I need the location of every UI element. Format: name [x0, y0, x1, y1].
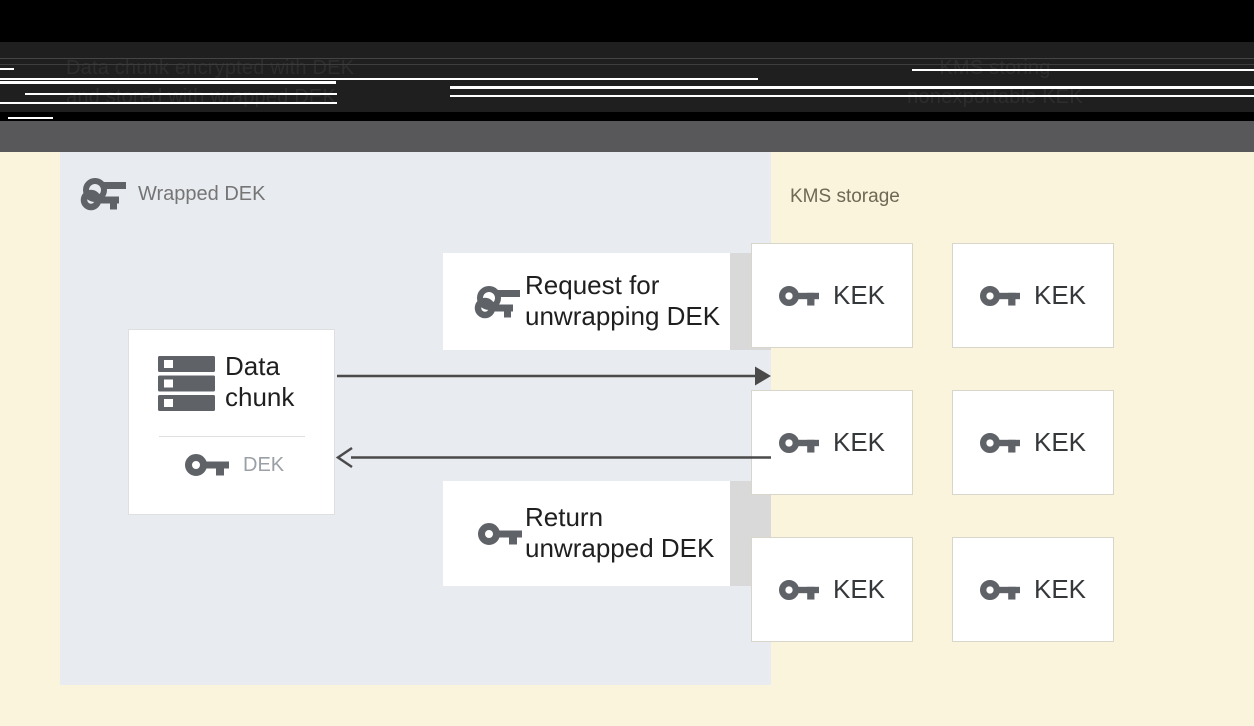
kek-label: KEK [1033, 280, 1087, 310]
request-unwrap-label: Request for unwrapping DEK [525, 270, 721, 331]
data-chunk-box: Data chunk DEK [128, 329, 335, 515]
wrapped-dek-panel-header: Wrapped DEK [80, 175, 265, 213]
dek-label: DEK [243, 453, 285, 476]
kek-label: KEK [832, 280, 886, 310]
return-unwrapped-box: Return unwrapped DEK [443, 481, 730, 586]
left-caption-line2: and stored with wrapped DEK [66, 86, 336, 108]
key-icon [478, 523, 522, 545]
header-band-lower-edge [0, 112, 1254, 121]
wrapped-dek-panel: Wrapped DEK Data chunk [60, 152, 771, 685]
key-icon [778, 285, 819, 306]
kek-label: KEK [832, 574, 886, 604]
wrapped-dek-panel-title: Wrapped DEK [138, 182, 266, 205]
key-icon [185, 454, 229, 476]
kek-label: KEK [1033, 427, 1087, 457]
artifact-line [0, 64, 1254, 65]
kek-box: KEK [751, 537, 913, 642]
key-icon [979, 579, 1020, 600]
key-icon [979, 432, 1020, 453]
right-caption: KMS storing nonexportable KEK [845, 54, 1145, 112]
kek-box: KEK [952, 390, 1114, 495]
key-icon [778, 432, 819, 453]
kms-storage-title: KMS storage [790, 186, 900, 207]
return-unwrapped-label: Return unwrapped DEK [525, 502, 715, 563]
artifact-line [450, 86, 1254, 89]
wrapped-key-icon [80, 178, 126, 211]
server-stack-icon [158, 356, 215, 411]
artifact-line [0, 78, 758, 80]
kek-box: KEK [952, 243, 1114, 348]
artifact-line [0, 58, 1254, 59]
gray-separator-band [0, 121, 1254, 152]
diagram-body: Wrapped DEK Data chunk [0, 152, 1254, 726]
request-unwrap-box: Request for unwrapping DEK [443, 253, 730, 350]
key-icon [979, 285, 1020, 306]
artifact-line [0, 81, 336, 84]
kek-box: KEK [952, 537, 1114, 642]
right-caption-line2: nonexportable KEK [907, 86, 1083, 108]
artifact-line [0, 68, 14, 70]
key-icon [778, 579, 819, 600]
left-caption-line1: Data chunk encrypted with DEK [66, 57, 355, 79]
artifact-line [912, 69, 1254, 71]
wrapped-key-icon [474, 286, 520, 319]
kek-box: KEK [751, 390, 913, 495]
artifact-line [25, 93, 337, 95]
right-caption-line1: KMS storing [939, 57, 1051, 79]
data-chunk-title: Data chunk [225, 351, 295, 412]
artifact-line [0, 102, 337, 104]
header-band [0, 42, 1254, 112]
dek-row: DEK [185, 450, 284, 480]
data-chunk-divider [159, 436, 305, 437]
kek-label: KEK [832, 427, 886, 457]
artifact-line [450, 95, 1254, 97]
kek-label: KEK [1033, 574, 1087, 604]
artifact-line [8, 117, 53, 119]
kek-box: KEK [751, 243, 913, 348]
